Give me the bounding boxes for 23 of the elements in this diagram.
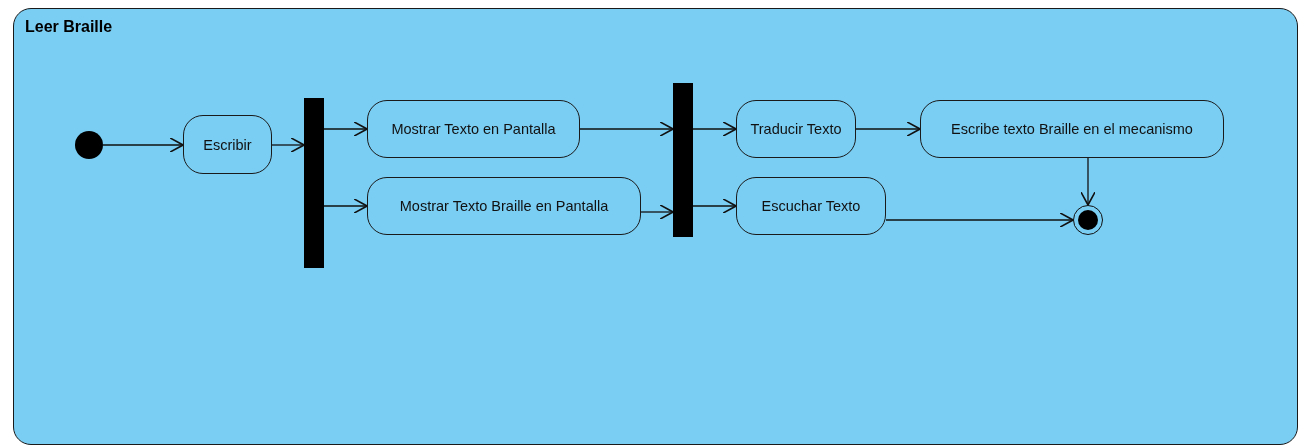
- final-node: [1073, 205, 1103, 235]
- action-box: Escuchar Texto: [736, 177, 886, 235]
- control-flow-arrow: [323, 198, 368, 214]
- fork-bar: [673, 83, 693, 237]
- action-box: Mostrar Texto Braille en Pantalla: [367, 177, 641, 235]
- initial-node: [75, 131, 103, 159]
- control-flow-arrow: [579, 121, 674, 137]
- control-flow-arrow: [640, 204, 674, 220]
- action-box: Escribir: [183, 115, 272, 174]
- action-box: Traducir Texto: [736, 100, 856, 158]
- control-flow-arrow: [692, 198, 737, 214]
- control-flow-arrow: [855, 121, 921, 137]
- control-flow-arrow: [1080, 157, 1096, 206]
- action-box: Mostrar Texto en Pantalla: [367, 100, 580, 158]
- control-flow-arrow: [885, 212, 1074, 228]
- control-flow-arrow: [271, 137, 305, 153]
- control-flow-arrow: [102, 137, 184, 153]
- control-flow-arrow: [323, 121, 368, 137]
- fork-bar: [304, 98, 324, 268]
- frame-title: Leer Braille: [25, 18, 113, 36]
- control-flow-arrow: [692, 121, 737, 137]
- action-box: Escribe texto Braille en el mecanismo: [920, 100, 1224, 158]
- activity-frame: [13, 8, 1298, 445]
